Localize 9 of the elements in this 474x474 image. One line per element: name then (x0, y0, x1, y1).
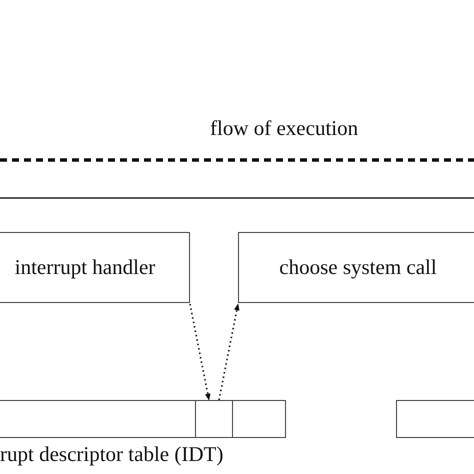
dotted-arrow (218, 303, 240, 400)
flow-label: flow of execution (210, 118, 358, 139)
process-box: choose system call (238, 232, 474, 303)
dotted-arrow (189, 304, 211, 401)
table-cell-box (195, 401, 233, 437)
table-caption: rupt descriptor table (IDT) (0, 444, 224, 465)
table-bar (396, 400, 474, 438)
process-box: interrupt handler (0, 232, 190, 303)
table-bar (0, 400, 286, 438)
